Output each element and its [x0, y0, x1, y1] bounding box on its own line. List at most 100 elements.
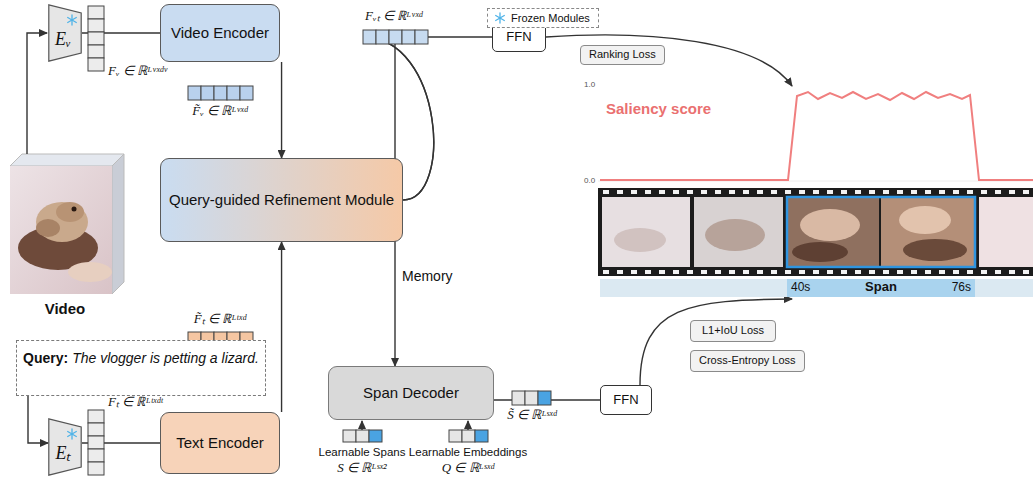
- dimension-label: S ∈ ℝᴸˢˣ²: [337, 461, 387, 476]
- film-strip: [687, 190, 693, 194]
- span-bar: [600, 279, 1033, 297]
- film-strip: [715, 190, 721, 194]
- feature-vectors: [88, 19, 104, 32]
- video-illustration: [10, 166, 112, 294]
- film-strip: [939, 190, 945, 194]
- video-illustration: [56, 202, 84, 222]
- span-bar: [787, 279, 975, 297]
- film-strip: [911, 190, 917, 194]
- film-strip: [939, 270, 945, 274]
- arrows: [27, 33, 47, 154]
- film-strip: [953, 190, 959, 194]
- feature-vectors: [415, 30, 428, 44]
- dimension-label: F̃ₜ ∈ ℝᴸᵗˣᵈ: [192, 312, 249, 327]
- film-strip: [603, 190, 1029, 274]
- node-text: Query-guided Refinement Module: [169, 191, 394, 209]
- saliency-curve: [600, 92, 1033, 180]
- query-box: Query:The vlogger is petting a lizard.: [16, 340, 266, 396]
- dimension-label: F̃ᵥ ∈ ℝᴸᵛˣᵈ: [190, 104, 250, 119]
- film-strip: [603, 270, 609, 274]
- node-text: FFN: [613, 392, 638, 408]
- node-text: Span Decoder: [363, 384, 459, 402]
- film-strip: [757, 270, 763, 274]
- caption-label: Video: [45, 300, 86, 317]
- film-strip: [903, 239, 967, 261]
- film-strip: [799, 190, 805, 194]
- film-strip: [897, 270, 903, 274]
- feature-vectors: [201, 86, 214, 100]
- video-illustration: [68, 262, 112, 282]
- film-strip: [1023, 190, 1029, 194]
- saliency-curve: [598, 92, 1033, 181]
- snowflake-icon: [494, 12, 506, 24]
- film-strip: [617, 270, 623, 274]
- film-strip: [800, 209, 860, 241]
- arrows: [467, 421, 468, 430]
- film-strip: [743, 270, 749, 274]
- trapezoid-outline: [49, 419, 81, 475]
- film-strip: [981, 270, 987, 274]
- feature-vectors: [88, 462, 104, 475]
- trapezoid-outline: [49, 5, 81, 61]
- film-strip: [799, 270, 805, 274]
- video-illustration: [10, 154, 124, 294]
- feature-vectors: [88, 410, 104, 423]
- node-text: Video Encoder: [171, 24, 269, 42]
- snowflake-stroke: [496, 16, 505, 21]
- feature-vectors: [475, 430, 488, 442]
- feature-vectors: [462, 430, 475, 442]
- video-illustration: [112, 154, 124, 294]
- connector: [28, 396, 48, 443]
- module-box: Query-guided Refinement Module: [160, 158, 403, 242]
- film-strip: [855, 270, 861, 274]
- arrows: [546, 35, 792, 86]
- film-strip: [617, 190, 623, 194]
- film-strip: [1009, 190, 1015, 194]
- film-strip: [757, 190, 763, 194]
- feature-vectors: [240, 86, 253, 100]
- dimension-label: Fᵥ ∈ ℝᴸᵛˣᵈᵛ: [108, 64, 167, 79]
- film-strip: [771, 270, 777, 274]
- film-strip: [855, 190, 861, 194]
- film-strip: [631, 190, 637, 194]
- film-strip: [967, 190, 973, 194]
- connector: [281, 62, 282, 158]
- frozen-encoder: Eₜ: [48, 418, 82, 476]
- film-strip: [899, 206, 951, 234]
- node-text: The vlogger is petting a lizard.: [72, 350, 259, 366]
- feature-vectors: [88, 6, 551, 475]
- film-strip: [792, 242, 848, 262]
- node-text: L1+IoU Loss: [702, 324, 764, 337]
- film-strip: [603, 190, 609, 194]
- feature-vectors: [88, 449, 104, 462]
- node-text: FFN: [506, 29, 531, 45]
- node-text: Eₜ: [56, 443, 71, 465]
- axis-tick: 1.0: [584, 80, 595, 89]
- film-strip: [995, 270, 1001, 274]
- film-strip: [785, 270, 791, 274]
- feature-vectors: [389, 30, 402, 44]
- film-strip: [979, 197, 1033, 267]
- film-strip: [925, 190, 931, 194]
- film-strip: [953, 270, 959, 274]
- loss-box: Cross-Entropy Loss: [690, 350, 805, 372]
- film-strip: [729, 270, 735, 274]
- legend-text: Frozen Modules: [511, 12, 590, 24]
- film-strip: [631, 270, 637, 274]
- film-strip: [602, 197, 690, 267]
- film-strip: [659, 190, 665, 194]
- feature-vectors: [343, 430, 356, 442]
- film-strip: [1023, 270, 1029, 274]
- film-strip: [981, 190, 987, 194]
- arrows: [361, 421, 362, 430]
- loss-box: L1+IoU Loss: [690, 320, 776, 342]
- feature-vectors: [356, 430, 369, 442]
- feature-vectors: [188, 86, 201, 100]
- snowflake-stroke: [496, 16, 505, 21]
- film-strip: [995, 190, 1001, 194]
- time-label: 40s: [791, 281, 810, 295]
- frozen-encoder: Eᵥ: [48, 4, 82, 62]
- film-strip: [869, 190, 875, 194]
- film-strip: [614, 228, 666, 252]
- node-text: Cross-Entropy Loss: [699, 354, 796, 367]
